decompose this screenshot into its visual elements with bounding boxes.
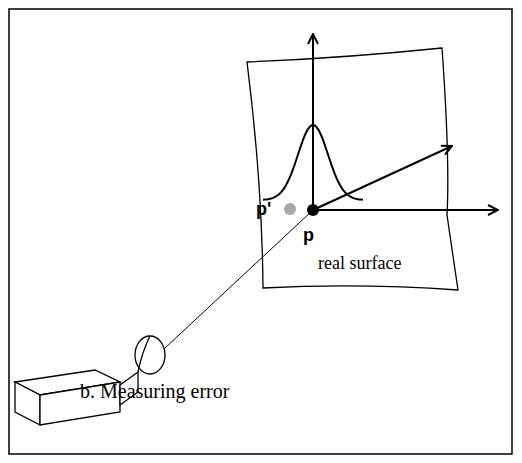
true-point xyxy=(307,204,319,216)
point-label: p' xyxy=(256,200,271,218)
y-axis xyxy=(313,146,452,210)
figure-caption: b. Measuring error xyxy=(80,381,229,401)
measured-point xyxy=(284,203,296,215)
sight-line xyxy=(165,210,313,348)
x-axis xyxy=(313,209,498,211)
surface-label: real surface xyxy=(318,254,401,272)
outer-frame xyxy=(9,9,512,454)
gaussian-curve xyxy=(263,125,363,200)
surface-outline xyxy=(247,48,458,290)
normal-axis xyxy=(312,34,314,210)
point-label: p xyxy=(303,226,314,244)
